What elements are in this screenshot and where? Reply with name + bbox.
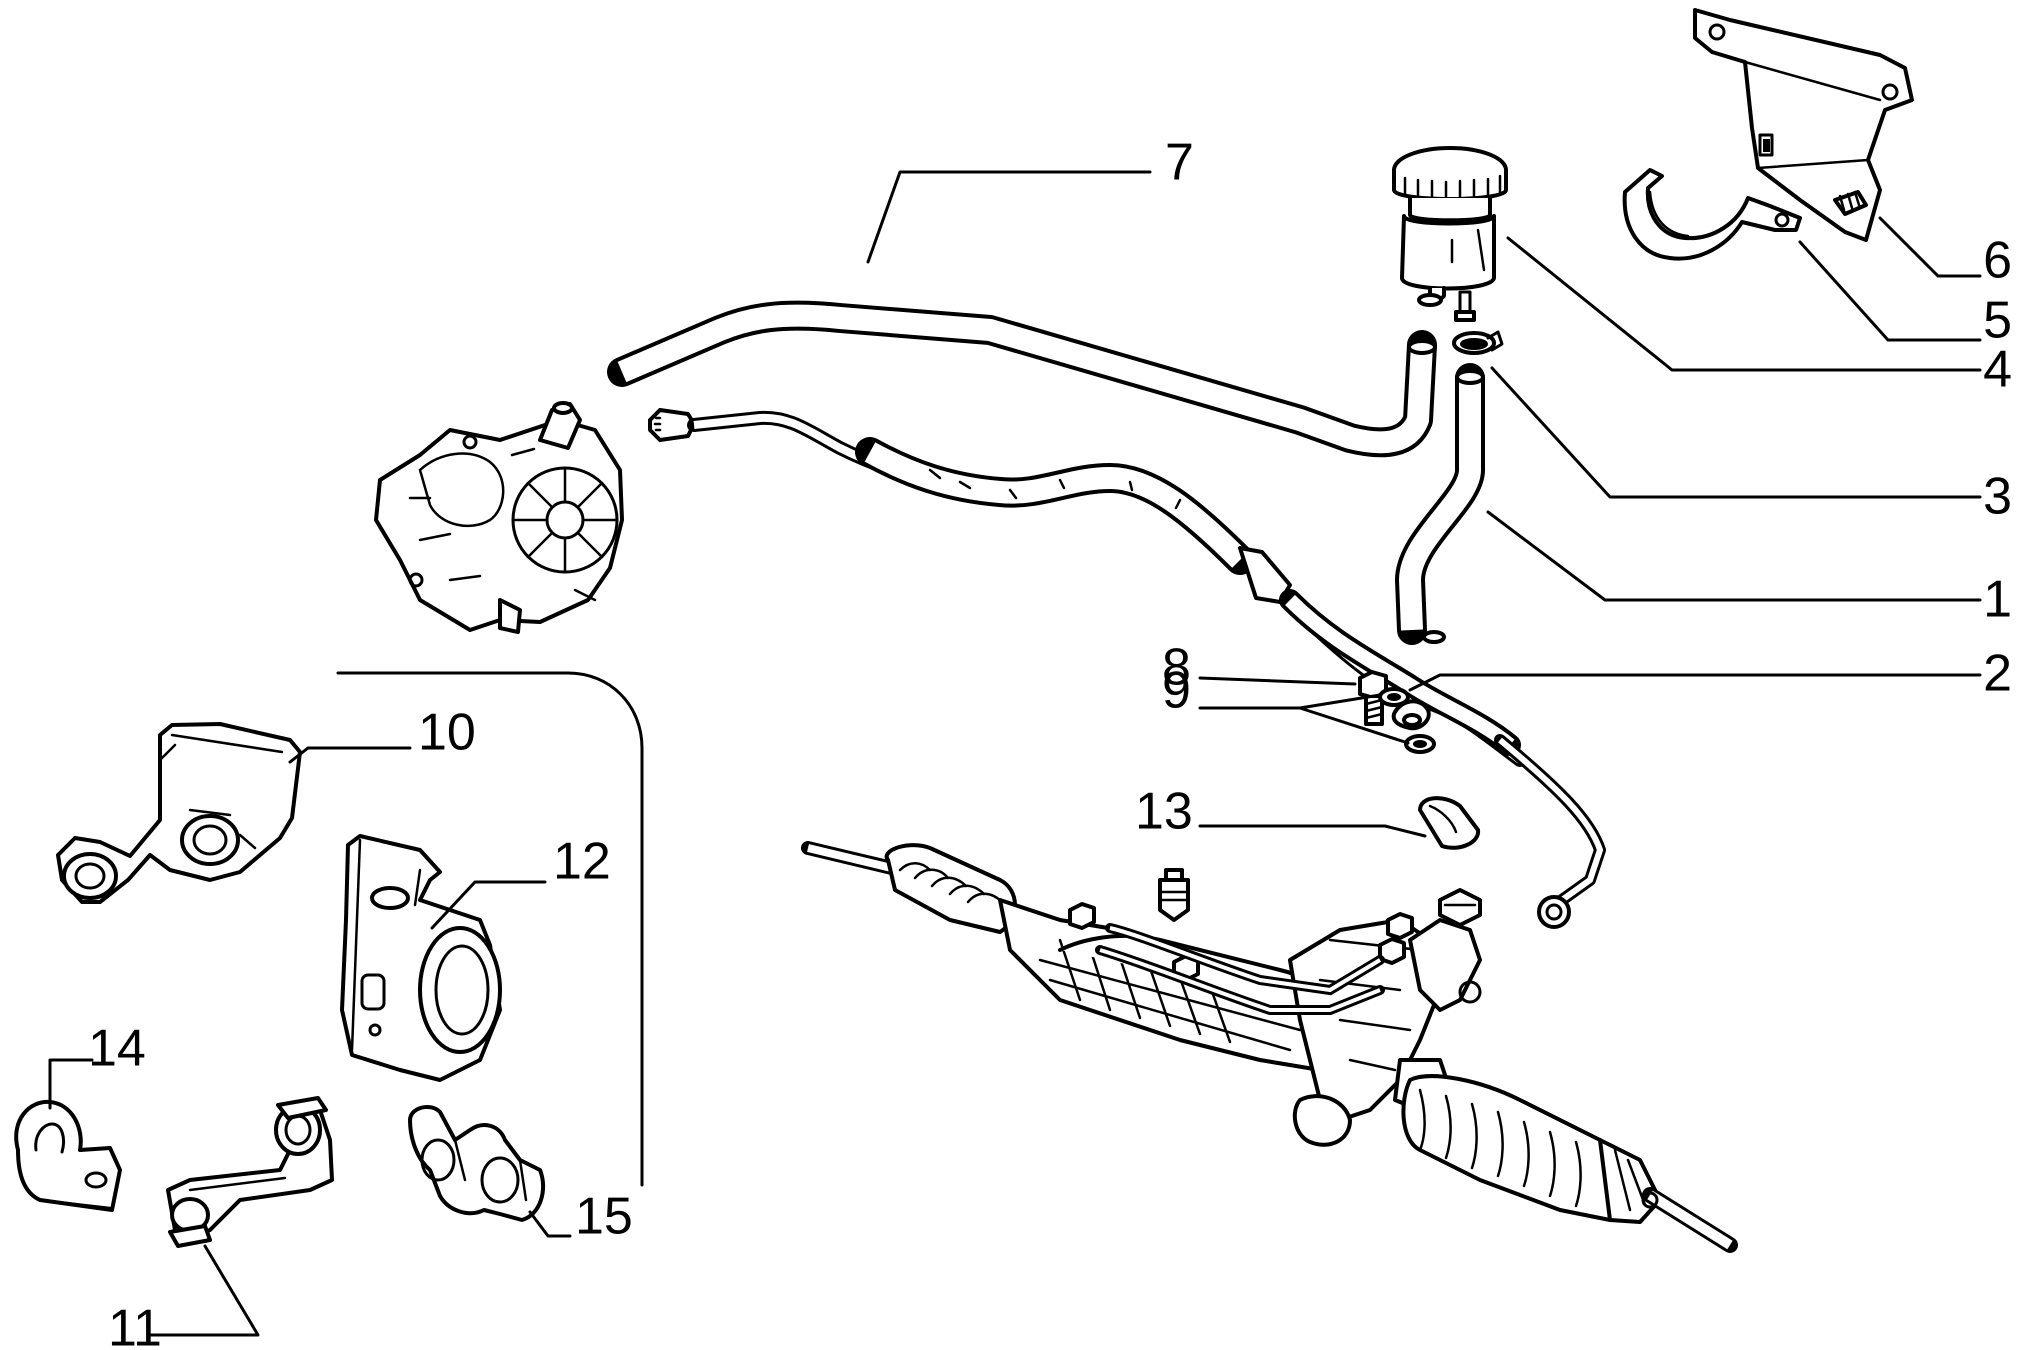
callout-10: 10 [418,704,476,762]
leader-8 [1198,676,1357,686]
leader-15 [528,1210,572,1238]
callout-6: 6 [1983,232,2012,290]
callout-13: 13 [1135,783,1193,841]
leader-lines [48,170,1982,1337]
part-12-bracket [340,834,502,1082]
leader-4 [1506,236,1982,372]
part-8-banjo-bolt [1358,670,1388,726]
callout-2: 2 [1983,645,2012,703]
leader-2 [1408,673,1982,692]
callout-labels: 1 2 3 4 5 6 7 8 9 13 10 12 14 11 15 [88,134,2012,1350]
callout-14: 14 [88,1020,146,1078]
part-15-double-clamp [408,1104,546,1222]
callout-9: 9 [1162,662,1191,720]
power-steering-pump [374,401,624,634]
leader-7 [866,170,1152,264]
leader-9a [1198,693,1382,710]
part-1-supply-hose [1395,363,1485,645]
part-7-return-hose [607,293,1443,458]
callout-12: 12 [553,833,611,891]
leader-10 [288,746,412,764]
part-6-mounting-bracket [1693,8,1914,242]
leader-14 [48,1058,94,1110]
callout-5: 5 [1983,292,2012,350]
part-5-pipe-clamp [1622,168,1802,261]
part-13-grommet [1418,796,1481,850]
leader-3 [1490,366,1982,499]
callout-11: 11 [108,1300,162,1350]
part-11-bracket [166,1096,334,1248]
callout-3: 3 [1983,468,2012,526]
leader-13 [1198,824,1427,838]
callout-7: 7 [1165,134,1194,192]
callout-15: 15 [575,1188,633,1246]
part-9-sealing-washers [1378,687,1436,754]
leader-11 [148,1244,260,1337]
part-10-bracket [56,722,302,904]
callout-8: 8 [1162,639,1191,697]
leader-6 [1878,216,1982,278]
leader-9b [1298,706,1410,745]
steering-rack [801,841,1738,1253]
alternatives-bracket [336,671,644,1187]
callout-4: 4 [1983,341,2012,399]
part-14-p-clip [14,1099,122,1212]
part-2-pressure-hose [648,408,1606,929]
callout-1: 1 [1983,571,2012,629]
part-3-hose-clip [1452,330,1504,355]
leader-5 [1798,240,1982,342]
leader-12 [430,880,547,930]
leader-1 [1486,510,1982,602]
part-4-fluid-reservoir [1392,146,1508,322]
